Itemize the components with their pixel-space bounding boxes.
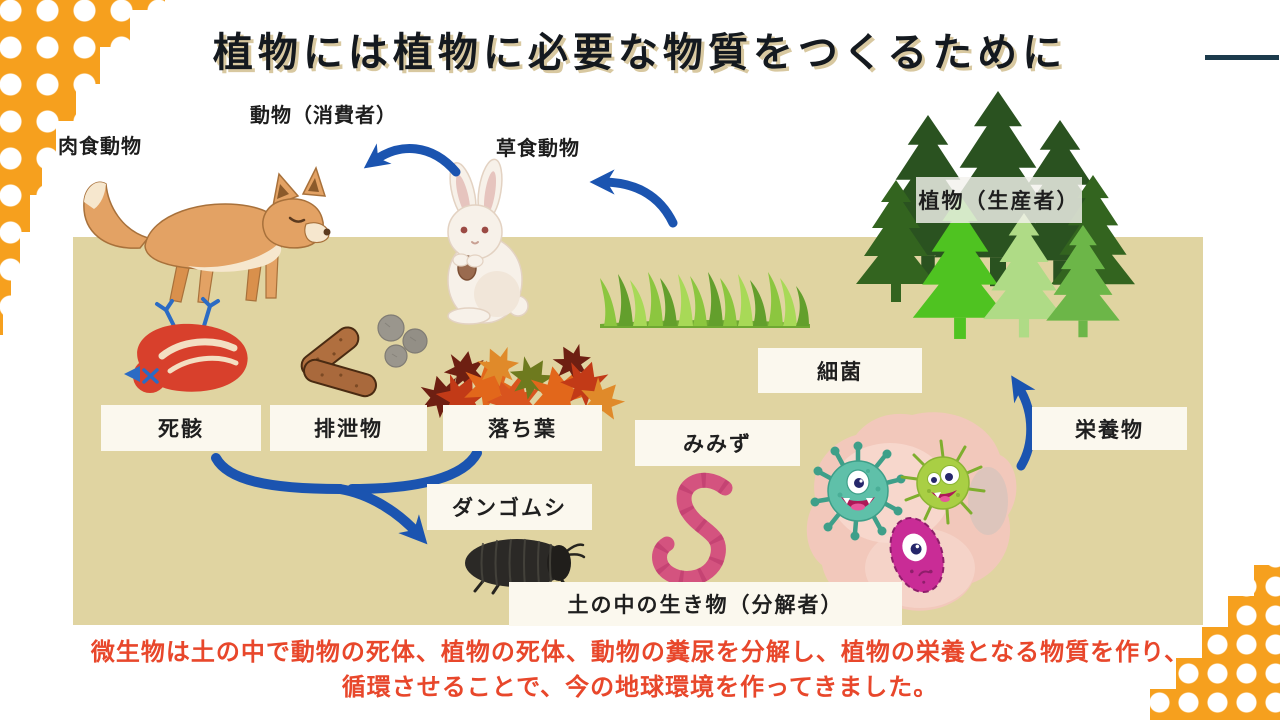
caption-line-1: 微生物は土の中で動物の死体、植物の死体、動物の糞尿を分解し、植物の栄養となる物質… xyxy=(90,639,1190,666)
title-dash-decoration xyxy=(1205,55,1279,60)
label-box-bacteria: 細菌 xyxy=(758,348,922,393)
arrow-plants-to-herbivore xyxy=(589,169,678,228)
label-box-earthworm: みみず xyxy=(635,420,800,466)
label-herbivore: 草食動物 xyxy=(496,138,580,160)
grass-illustration xyxy=(600,270,810,328)
page-title: 植物には植物に必要な物質をつくるために xyxy=(212,31,1068,75)
label-box-fallen-leaves: 落ち葉 xyxy=(443,405,602,451)
microbes-illustration xyxy=(800,403,1025,633)
label-box-nutrients: 栄養物 xyxy=(1032,407,1187,450)
label-carnivore: 肉食動物 xyxy=(58,136,142,158)
rabbit-herbivore-illustration xyxy=(423,158,543,328)
label-box-soil-creatures-decomposers: 土の中の生き物（分解者） xyxy=(509,582,902,626)
label-box-plants-producers: 植物（生産者） xyxy=(916,177,1082,223)
label-animals-consumers: 動物（消費者） xyxy=(250,105,397,127)
label-box-carcass: 死骸 xyxy=(101,405,261,451)
excrement-illustration xyxy=(288,308,433,408)
carcass-bird-illustration xyxy=(110,297,275,408)
caption-line-2: 循環させることで、今の地球環境を作ってきました。 xyxy=(341,674,939,701)
earthworm-illustration xyxy=(630,468,750,593)
fox-carnivore-illustration xyxy=(70,148,340,313)
label-box-excrement: 排泄物 xyxy=(270,405,427,451)
label-box-pill-bug: ダンゴムシ xyxy=(427,484,592,530)
